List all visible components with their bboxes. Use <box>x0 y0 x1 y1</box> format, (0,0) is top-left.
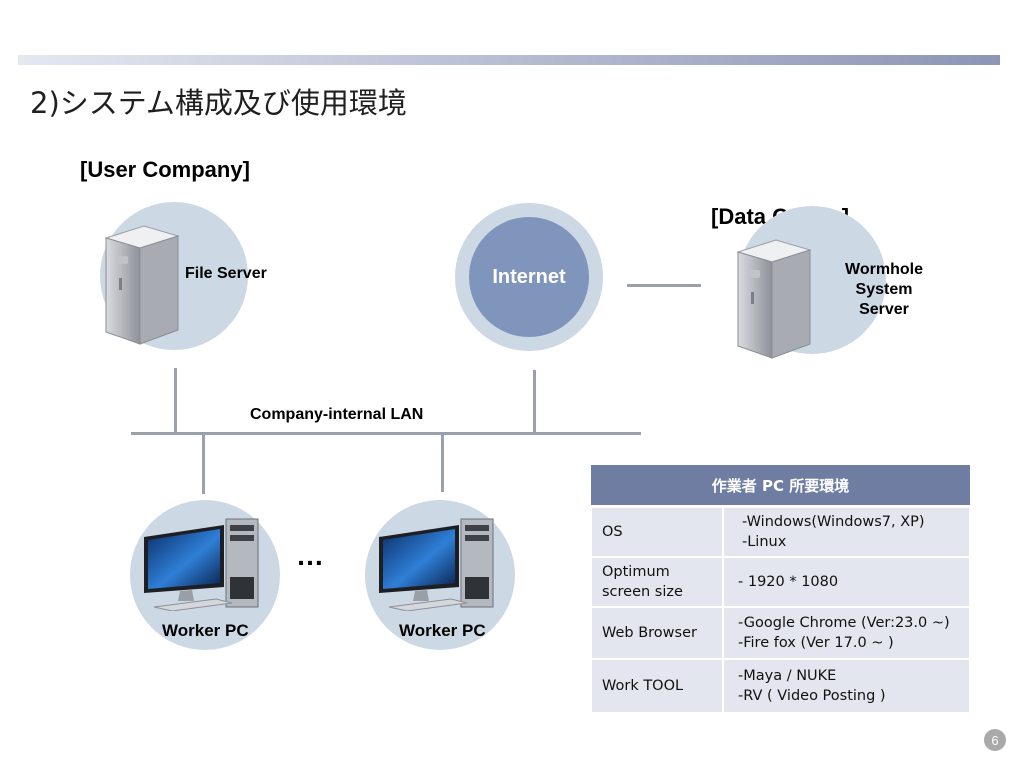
table-header: 作業者 PC 所要環境 <box>591 465 970 508</box>
internet-datacenter-link <box>627 284 701 287</box>
wormhole-server-label: Wormhole System Server <box>830 260 938 320</box>
table-row: Web Browser -Google Chrome (Ver:23.0 ~) … <box>590 605 971 660</box>
table-key-line: Web Browser <box>602 624 697 641</box>
table-value-line: -RV ( Video Posting ) <box>738 687 886 704</box>
table-key-cell: Work TOOL <box>590 657 724 714</box>
worker-pc-requirements-table: 作業者 PC 所要環境 OS -Windows(Windows7, XP) -L… <box>590 465 971 714</box>
table-key-cell: Web Browser <box>590 605 724 660</box>
table-key-cell: Optimum screen size <box>590 555 724 608</box>
table-value-cell: -Google Chrome (Ver:23.0 ~) -Fire fox (V… <box>722 605 971 660</box>
internet-drop-line <box>533 370 536 434</box>
table-value-line: -Windows(Windows7, XP) <box>742 513 925 530</box>
internet-label: Internet <box>492 265 566 288</box>
table-key-line: Optimum <box>602 563 670 580</box>
ellipsis: … <box>296 540 328 571</box>
table-value-line: - 1920 * 1080 <box>738 573 839 590</box>
wormhole-label-line: Wormhole <box>845 261 923 278</box>
server-tower-icon <box>104 225 180 345</box>
desktop-pc-icon <box>379 518 494 611</box>
worker-pc-2-label: Worker PC <box>399 621 486 640</box>
internet-node: Internet <box>469 217 589 337</box>
lan-line <box>131 432 641 435</box>
table-row: Work TOOL -Maya / NUKE -RV ( Video Posti… <box>590 657 971 714</box>
table-header-row: 作業者 PC 所要環境 <box>591 465 970 508</box>
file-server-label: File Server <box>185 265 267 282</box>
table-key-line: Work TOOL <box>602 677 684 694</box>
wormhole-label-line: System <box>855 281 913 298</box>
table-value-line: -Linux <box>742 533 787 550</box>
user-company-label: [User Company] <box>80 157 250 182</box>
worker-pc-1-drop-line <box>202 434 205 494</box>
worker-pc-2-drop-line <box>441 434 444 492</box>
slide-title: 2)システム構成及び使用環境 <box>30 86 407 120</box>
table-row: Optimum screen size - 1920 * 1080 <box>590 555 971 608</box>
table-value-line: -Maya / NUKE <box>738 667 837 684</box>
table-value-line: -Fire fox (Ver 17.0 ~ ) <box>738 634 894 651</box>
header-band <box>18 55 1000 65</box>
table-key-line: OS <box>602 523 623 540</box>
server-tower-icon <box>736 239 812 359</box>
table-row: OS -Windows(Windows7, XP) -Linux <box>590 505 971 558</box>
table-key-cell: OS <box>590 505 724 558</box>
table-key-line: screen size <box>602 583 683 600</box>
wormhole-label-line: Server <box>859 301 909 318</box>
file-server-drop-line <box>174 368 177 434</box>
table-value-line: -Google Chrome (Ver:23.0 ~) <box>738 614 950 631</box>
table-value-cell: -Windows(Windows7, XP) -Linux <box>722 505 971 558</box>
table-value-cell: -Maya / NUKE -RV ( Video Posting ) <box>722 657 971 714</box>
page-number: 6 <box>984 729 1006 751</box>
lan-label: Company-internal LAN <box>250 406 424 423</box>
desktop-pc-icon <box>144 518 259 611</box>
worker-pc-1-label: Worker PC <box>162 621 249 640</box>
table-value-cell: - 1920 * 1080 <box>722 555 971 608</box>
